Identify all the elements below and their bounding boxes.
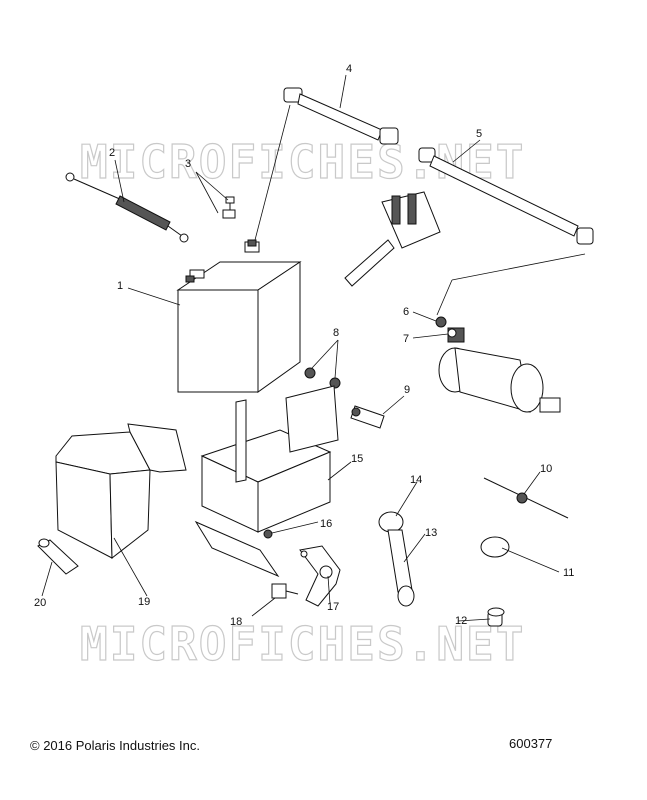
callout-labels: 1 2 3 4 5 6 7 8 9 10 11 12 13 14 15 16 1… <box>34 63 574 628</box>
nut-8a-part <box>304 367 316 379</box>
positive-cable-part <box>283 87 399 145</box>
battery-part <box>176 239 302 393</box>
callout-14: 14 <box>410 474 422 486</box>
tube-part <box>37 538 79 575</box>
leader-lines <box>41 74 586 622</box>
callout-9: 9 <box>404 384 410 396</box>
washer-part <box>447 328 457 338</box>
cable-tie-part <box>483 477 569 519</box>
callout-15: 15 <box>351 453 363 465</box>
fuse-holder-part <box>350 405 385 429</box>
callout-17: 17 <box>327 601 339 613</box>
watermark-bottom: MICROFICHES.NET <box>80 617 525 671</box>
callout-7: 7 <box>403 333 409 345</box>
battery-cable-part <box>65 172 189 243</box>
callout-13: 13 <box>425 527 437 539</box>
watermark-top: MICROFICHES.NET <box>80 135 525 189</box>
battery-box-part <box>194 385 339 578</box>
nut-part <box>435 316 447 328</box>
callout-5: 5 <box>476 128 482 140</box>
callout-18: 18 <box>230 616 242 628</box>
diagram-number: 600377 <box>509 736 553 751</box>
callout-16: 16 <box>320 518 332 530</box>
strap-part <box>378 511 415 607</box>
callout-2: 2 <box>109 147 115 159</box>
copyright-text: © 2016 Polaris Industries Inc. <box>30 738 200 753</box>
battery-cover-part <box>55 423 187 560</box>
solenoid-part <box>344 191 441 287</box>
bracket-part <box>299 545 341 607</box>
callout-1: 1 <box>117 280 123 292</box>
starter-motor-part <box>438 327 561 413</box>
callout-11: 11 <box>563 567 574 579</box>
bolt-18-part <box>271 583 299 599</box>
clamp-part <box>480 536 510 558</box>
callout-8: 8 <box>333 327 339 339</box>
boot-part <box>487 607 505 627</box>
callout-3: 3 <box>185 158 191 170</box>
bolt-16-part <box>263 529 273 539</box>
callout-4: 4 <box>346 63 352 75</box>
bolt-nut-part <box>222 196 236 219</box>
callout-12: 12 <box>455 615 467 627</box>
starter-cable-part <box>418 147 594 245</box>
callout-10: 10 <box>540 463 552 475</box>
callout-20: 20 <box>34 597 46 609</box>
callout-6: 6 <box>403 306 409 318</box>
callout-19: 19 <box>138 596 150 608</box>
